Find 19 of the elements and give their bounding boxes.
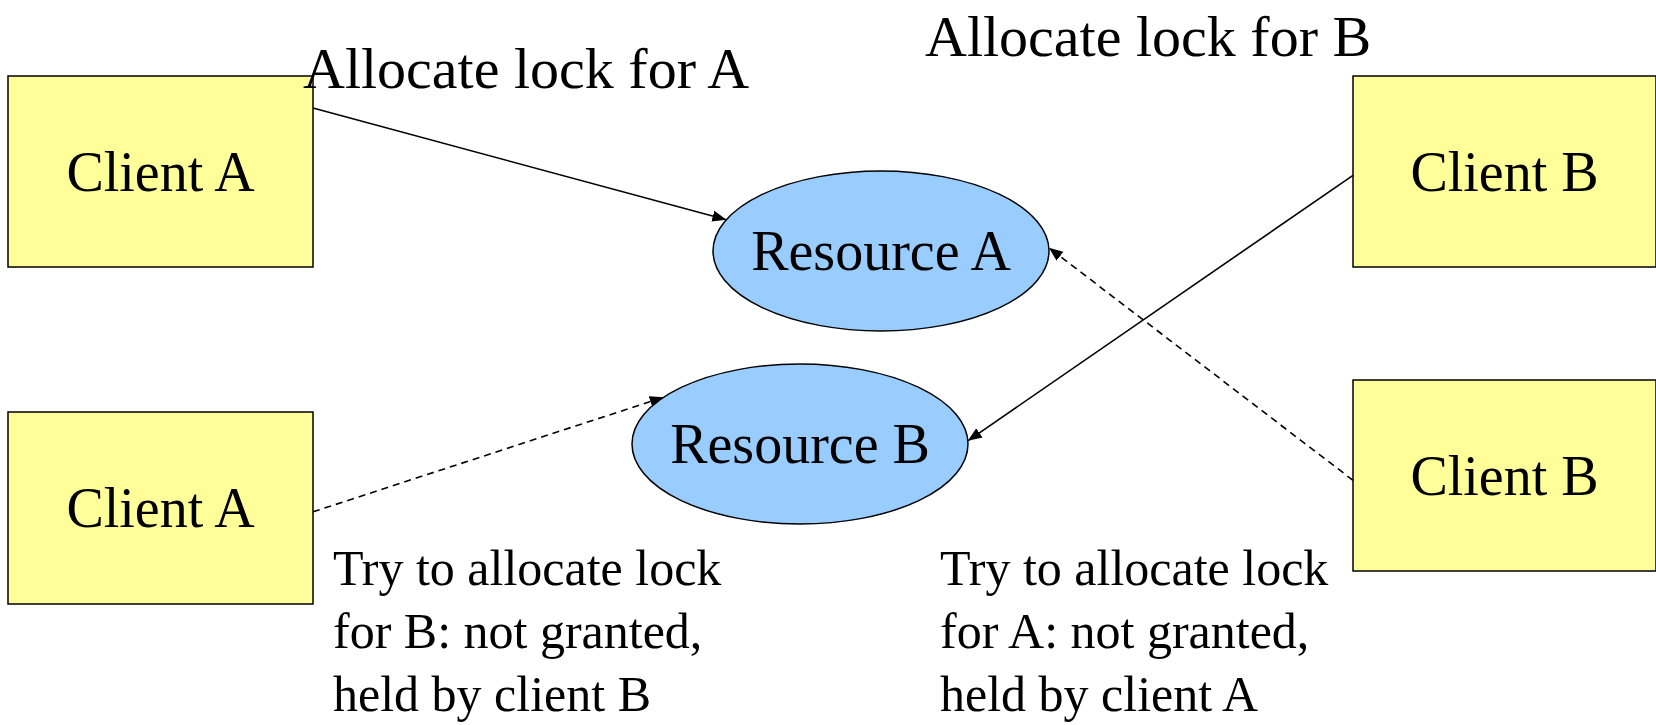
node-label: Client B xyxy=(1410,139,1599,204)
client-box xyxy=(1352,75,1656,268)
arrow xyxy=(1048,246,1354,482)
node-label: Client A xyxy=(66,476,255,540)
note: Try to allocate lock for B: not granted, held by client B xyxy=(333,539,723,724)
arrow xyxy=(967,174,1354,442)
client-box xyxy=(1352,379,1656,572)
resource-ellipse xyxy=(631,363,969,525)
annotation: Allocate lock for B xyxy=(925,3,1373,71)
node-label: Client A xyxy=(66,139,255,204)
note: Try to allocate lock for A: not granted, held by client A xyxy=(940,539,1330,724)
annotation: Allocate lock for A xyxy=(303,35,751,103)
client-box xyxy=(7,411,314,605)
node-label: Resource A xyxy=(751,219,1011,283)
node-label: Client B xyxy=(1410,443,1599,508)
arrow xyxy=(312,396,665,513)
arrow xyxy=(312,107,728,222)
resource-ellipse xyxy=(712,170,1050,332)
node-label: Resource B xyxy=(670,412,930,476)
